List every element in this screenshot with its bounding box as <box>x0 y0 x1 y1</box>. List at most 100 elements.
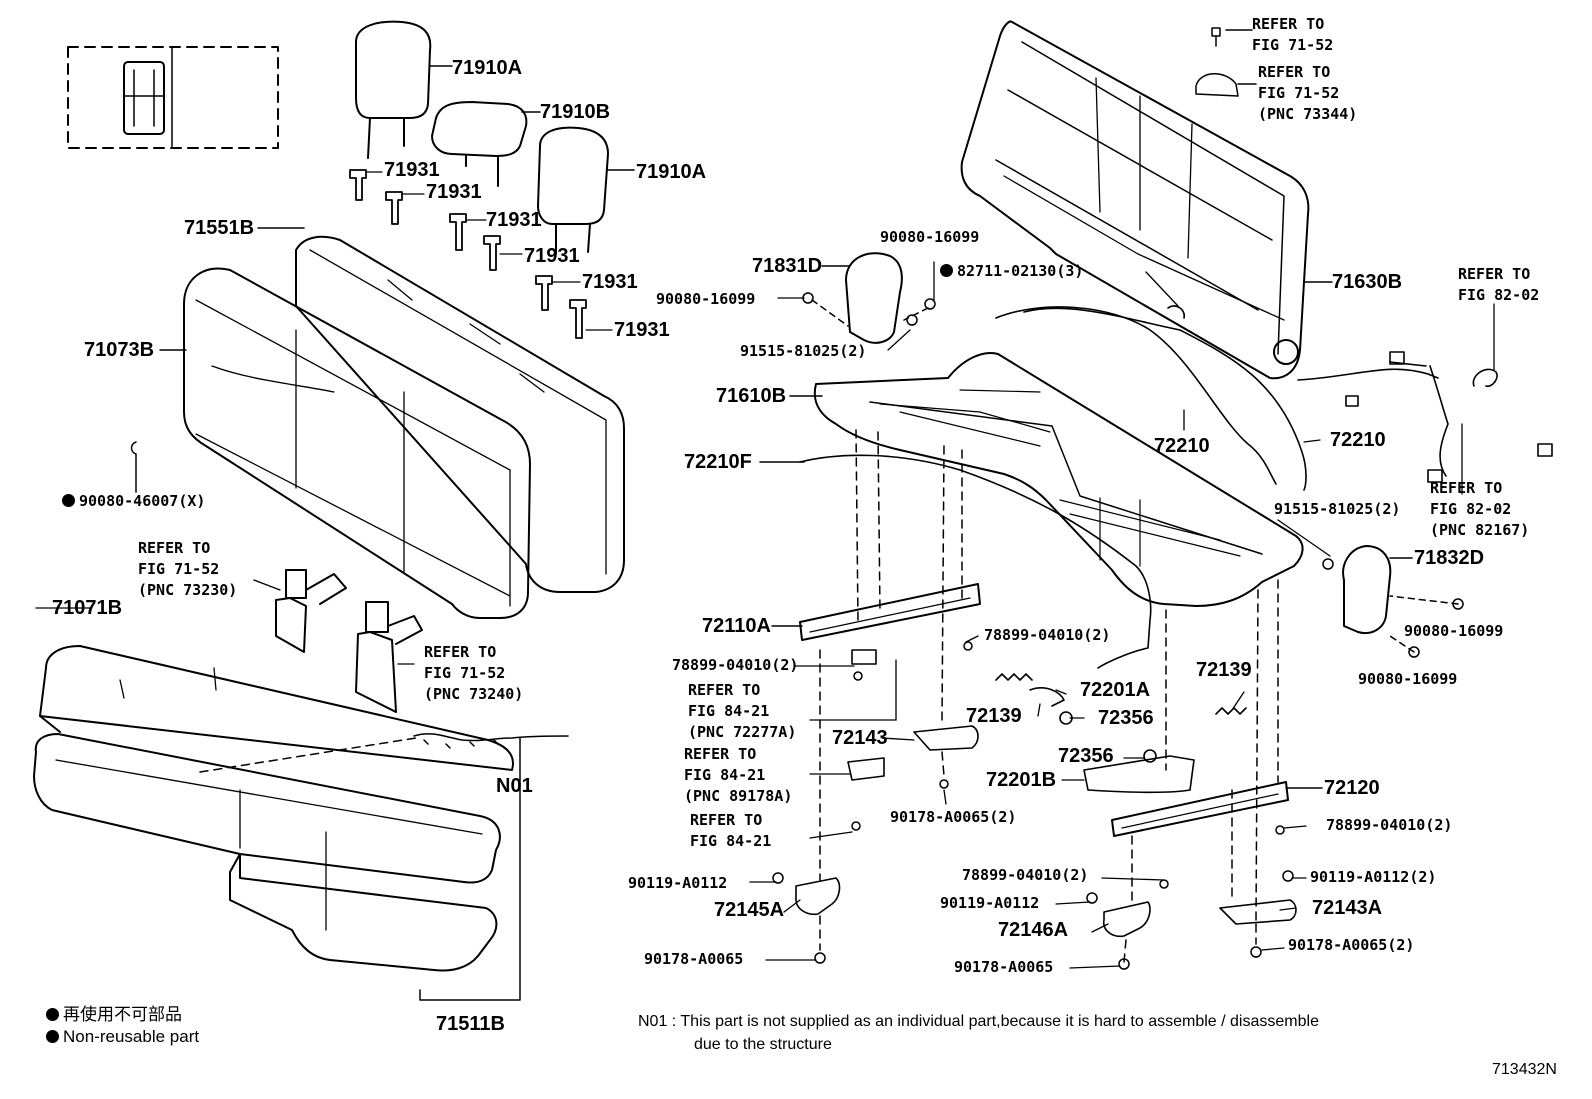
screws <box>802 292 1464 658</box>
ref-line: REFER TO <box>688 681 761 699</box>
ref-wire-1: REFER TO FIG 82-02 <box>1458 264 1539 306</box>
headrest-center <box>431 101 541 187</box>
n01-harness <box>199 733 569 1001</box>
ref-belt-2: REFER TO FIG 71-52 (PNC 73240) <box>424 642 523 705</box>
legend-text-en: Non-reusable part <box>63 1027 200 1046</box>
ref-c2: REFER TO FIG 84-21 (PNC 89178A) <box>684 744 792 807</box>
legend-dot <box>46 1008 59 1021</box>
label-seat-back-cover: 71551B <box>184 217 255 239</box>
label-bracket-a: 72143A <box>1312 897 1383 919</box>
label-collar-2: 72356 <box>1058 745 1114 767</box>
label-cable-1: 72210 <box>1154 435 1210 457</box>
ref-line: REFER TO <box>1252 15 1325 33</box>
ref-c3: REFER TO FIG 84-21 <box>690 810 771 852</box>
label-bracket-72143: 72143 <box>832 727 888 749</box>
clip-part <box>130 441 137 493</box>
ref-line: FIG 84-21 <box>684 766 766 784</box>
label-screw-set: 82711-02130(3) <box>940 264 1083 279</box>
label-collar-1: 72356 <box>1098 707 1154 729</box>
leader-lines <box>749 261 1331 969</box>
ref-line: FIG 82-02 <box>1458 286 1540 304</box>
seat-back-frame <box>960 20 1333 380</box>
label-back-frame: 71630B <box>1332 271 1403 293</box>
label-support-6: 71931 <box>614 319 670 341</box>
ref-line: (PNC 73230) <box>138 581 238 599</box>
ref-line: (PNC 82167) <box>1430 521 1530 539</box>
headrest-supports <box>349 169 613 339</box>
footnote-line-2: due to the structure <box>694 1036 832 1053</box>
footnote: N01 : This part is not supplied as an in… <box>638 1010 1319 1056</box>
frame-reference-parts <box>1195 27 1257 97</box>
label-nut-a: 90178-A0065(2) <box>890 808 1017 826</box>
ref-line: REFER TO <box>138 539 211 557</box>
seat-position-indicator <box>67 46 279 149</box>
clip-part-number: 90080-46007(X) <box>79 492 206 510</box>
label-screw-r1: 90080-16099 <box>1404 622 1504 640</box>
ref-line: REFER TO <box>1258 63 1331 81</box>
label-seat-cushion-pad: 71071B <box>52 597 123 619</box>
ref-line: FIG 71-52 <box>1258 84 1340 102</box>
ref-wire-2: REFER TO FIG 82-02 (PNC 82167) <box>1430 478 1529 541</box>
label-bolt-h: 90119-A0112 <box>940 894 1040 912</box>
label-support-2: 71931 <box>426 181 482 203</box>
label-seat-cushion-cover: 71511B <box>436 1013 505 1035</box>
legend-row-jp: 再使用不可部品 <box>46 1004 199 1026</box>
label-headrest-center: 71910B <box>540 101 611 123</box>
slide-rails <box>771 583 1323 837</box>
ref-line: REFER TO <box>684 745 757 763</box>
ref-line: FIG 84-21 <box>690 832 772 850</box>
label-shield-left: 71831D <box>752 255 823 277</box>
label-headrest-right: 71910A <box>636 161 707 183</box>
figure-id: 713432N <box>1492 1061 1557 1078</box>
ref-line: REFER TO <box>1430 479 1503 497</box>
label-bolt-c: 78899-04010(2) <box>672 656 799 674</box>
label-support-1: 71931 <box>384 159 440 181</box>
label-rail-b: 72120 <box>1324 777 1380 799</box>
legend: 再使用不可部品 Non-reusable part <box>46 1004 199 1048</box>
label-bolt-b: 91515-81025(2) <box>1274 500 1401 518</box>
label-support-3: 71931 <box>486 209 542 231</box>
label-cable-f: 72210F <box>684 451 752 473</box>
ref-line: FIG 84-21 <box>688 702 770 720</box>
label-n01: N01 <box>496 775 533 797</box>
ref-line: (PNC 73344) <box>1258 105 1358 123</box>
label-bolt-g: 90119-A0112 <box>628 874 728 892</box>
label-bolt-f: 78899-04010(2) <box>962 866 1089 884</box>
label-support-5: 71931 <box>582 271 638 293</box>
legend-text-jp: 再使用不可部品 <box>63 1005 182 1024</box>
headrest-left <box>355 20 453 159</box>
ref-line: REFER TO <box>690 811 763 829</box>
wire-harness <box>1297 303 1553 495</box>
ref-frame-1: REFER TO FIG 71-52 <box>1252 14 1333 56</box>
label-rail-a: 72110A <box>702 615 771 637</box>
label-bolt-d: 78899-04010(2) <box>984 626 1111 644</box>
label-headrest-left: 71910A <box>452 57 523 79</box>
label-hinge-a: 72145A <box>714 899 785 921</box>
label-lever-a: 72201A <box>1080 679 1151 701</box>
ref-line: REFER TO <box>1458 265 1531 283</box>
non-reusable-mark <box>940 264 953 277</box>
label-nut-d: 90178-A0065(2) <box>1288 936 1415 954</box>
ref-line: (PNC 89178A) <box>684 787 793 805</box>
ref-line: REFER TO <box>424 643 497 661</box>
alignment-lines <box>819 429 1279 963</box>
release-cables <box>759 305 1307 669</box>
label-shield-right: 71832D <box>1414 547 1485 569</box>
label-clip: 90080-46007(X) <box>62 494 205 509</box>
headrest-right <box>537 126 635 255</box>
label-cable-2: 72210 <box>1330 429 1386 451</box>
screw-set-part-number: 82711-02130(3) <box>957 262 1084 280</box>
label-seat-frame: 71610B <box>716 385 787 407</box>
label-seat-back-pad: 71073B <box>84 339 155 361</box>
ref-belt-1: REFER TO FIG 71-52 (PNC 73230) <box>138 538 237 601</box>
fasteners <box>772 641 1294 970</box>
seat-back-cover <box>257 227 625 593</box>
label-lever-b: 72201B <box>986 769 1057 791</box>
label-screw-left: 90080-16099 <box>656 290 756 308</box>
label-bolt-a: 91515-81025(2) <box>740 342 867 360</box>
legend-row-en: Non-reusable part <box>46 1026 199 1048</box>
label-hinge-b: 72146A <box>998 919 1069 941</box>
ref-line: (PNC 73240) <box>424 685 524 703</box>
